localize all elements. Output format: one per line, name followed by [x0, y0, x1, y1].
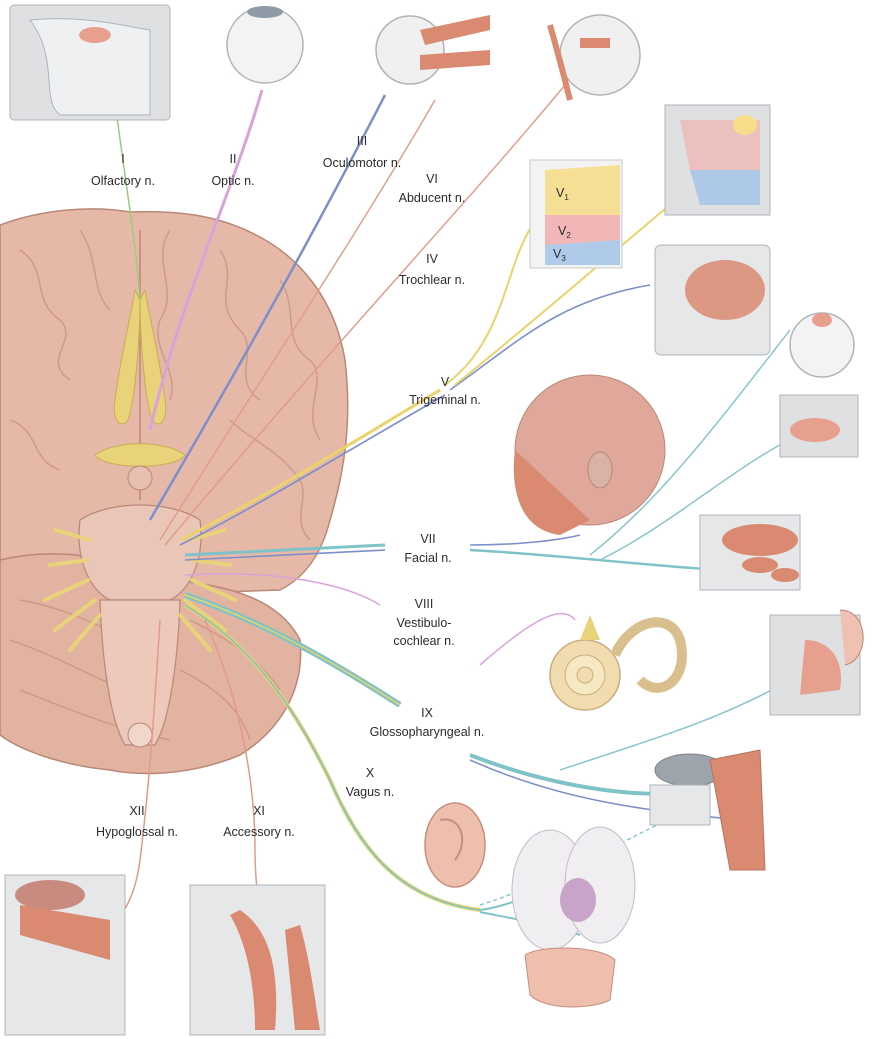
label-accessory: XI Accessory n.: [223, 804, 295, 839]
label-facial: VII Facial n.: [404, 532, 451, 565]
face-trigeminal-map: V1 V2 V3: [529, 159, 623, 269]
skull-masticatory-illustration: [654, 244, 771, 356]
olfactory-name: Olfactory n.: [91, 174, 155, 188]
vestibulocochlear-name-line2: cochlear n.: [393, 634, 454, 648]
label-olfactory: I Olfactory n.: [91, 152, 155, 188]
trochlear-numeral: IV: [426, 252, 438, 266]
vestibulocochlear-name-line1: Vestibulo-: [397, 616, 452, 630]
oculomotor-numeral: III: [357, 134, 367, 148]
nasal-cavity-illustration: [9, 4, 171, 121]
label-hypoglossal: XII Hypoglossal n.: [96, 804, 178, 839]
trigeminal-v3-label: V3: [553, 247, 566, 263]
oculomotor-name: Oculomotor n.: [323, 156, 402, 170]
optic-numeral: II: [230, 152, 237, 166]
label-vestibulocochlear: VIII Vestibulo- cochlear n.: [393, 597, 454, 648]
eye-lacrimal-illustration: [789, 312, 855, 378]
glossopharyngeal-numeral: IX: [421, 706, 433, 720]
label-trigeminal: V Trigeminal n.: [409, 375, 481, 407]
pharynx-tongue-illustration: [649, 749, 766, 871]
tongue-hypoglossal-illustration: [4, 874, 126, 1036]
neck-accessory-illustration: [189, 884, 326, 1036]
label-oculomotor: III Oculomotor n.: [323, 134, 402, 170]
trigeminal-v1-label: V1: [556, 186, 569, 202]
nasal-gland-illustration: [779, 394, 859, 458]
external-ear-illustration: [424, 802, 486, 888]
inner-ear-illustration: [549, 615, 687, 711]
nasal-palate-illustration: [664, 104, 771, 216]
label-trochlear: IV Trochlear n.: [399, 252, 465, 287]
label-abducent: VI Abducent n.: [399, 172, 466, 205]
head-facial-muscles-illustration: [513, 374, 666, 535]
accessory-numeral: XI: [253, 804, 265, 818]
parotid-ear-illustration: [769, 609, 864, 716]
trochlear-name: Trochlear n.: [399, 273, 465, 287]
olfactory-numeral: I: [121, 152, 124, 166]
brain-inferior-view: [0, 208, 349, 775]
vestibulocochlear-numeral: VIII: [415, 597, 434, 611]
thoracic-abdominal-organs-illustration: [511, 826, 636, 1008]
trigeminal-name: Trigeminal n.: [409, 393, 481, 407]
facial-numeral: VII: [420, 532, 435, 546]
abducent-numeral: VI: [426, 172, 438, 186]
vagus-name: Vagus n.: [346, 785, 394, 799]
salivary-glands-illustration: [699, 514, 801, 591]
eye-trochlear-illustration: [547, 14, 641, 101]
abducent-name: Abducent n.: [399, 191, 466, 205]
glossopharyngeal-name: Glossopharyngeal n.: [370, 725, 485, 739]
label-vagus: X Vagus n.: [346, 766, 394, 799]
nerve-leader-lines: [104, 79, 811, 961]
hypoglossal-numeral: XII: [129, 804, 144, 818]
accessory-name: Accessory n.: [223, 825, 295, 839]
eye-illustration-optic: [226, 6, 304, 84]
trigeminal-numeral: V: [441, 375, 450, 389]
label-glossopharyngeal: IX Glossopharyngeal n.: [370, 706, 485, 739]
trigeminal-v2-label: V2: [558, 224, 571, 240]
eye-muscles-illustration: [375, 15, 490, 85]
facial-name: Facial n.: [404, 551, 451, 565]
vagus-numeral: X: [366, 766, 375, 780]
optic-name: Optic n.: [211, 174, 254, 188]
hypoglossal-name: Hypoglossal n.: [96, 825, 178, 839]
label-optic: II Optic n.: [211, 152, 254, 188]
